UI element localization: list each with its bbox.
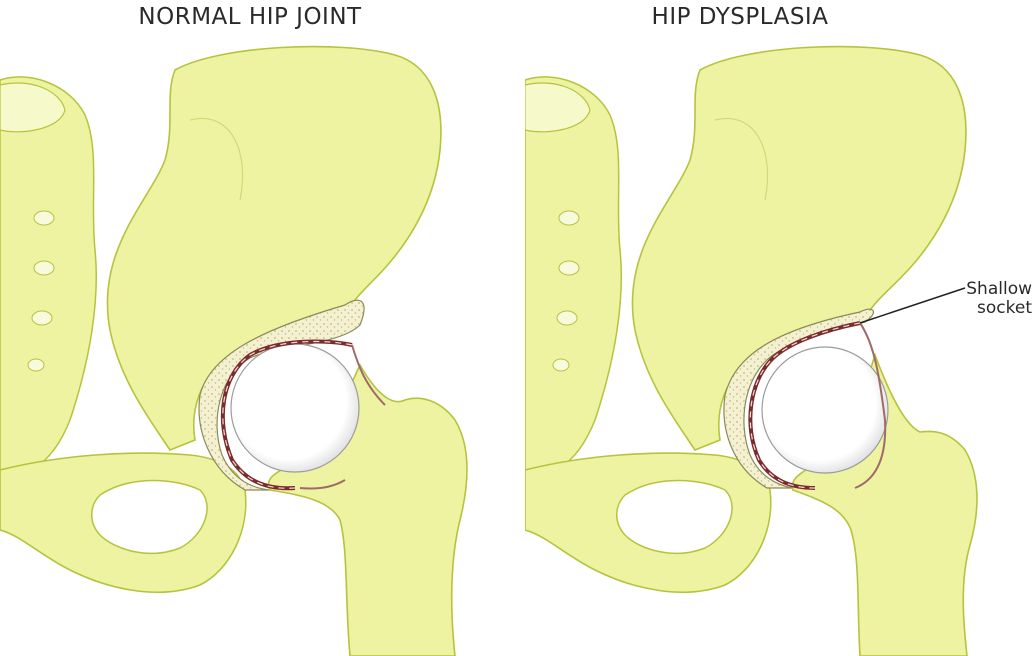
shallow-socket-label: Shallow socket — [946, 280, 1032, 318]
hip-dysplasia-illustration — [525, 0, 1035, 656]
normal-hip-illustration — [0, 0, 510, 656]
shallow-socket-line2: socket — [946, 299, 1032, 318]
sacrum — [0, 77, 96, 474]
femoral-head — [762, 347, 888, 473]
obturator-foramen — [617, 480, 732, 553]
sacrum — [525, 77, 621, 474]
shallow-socket-line1: Shallow — [946, 280, 1032, 299]
obturator-foramen — [92, 480, 207, 553]
femoral-head — [231, 344, 359, 472]
